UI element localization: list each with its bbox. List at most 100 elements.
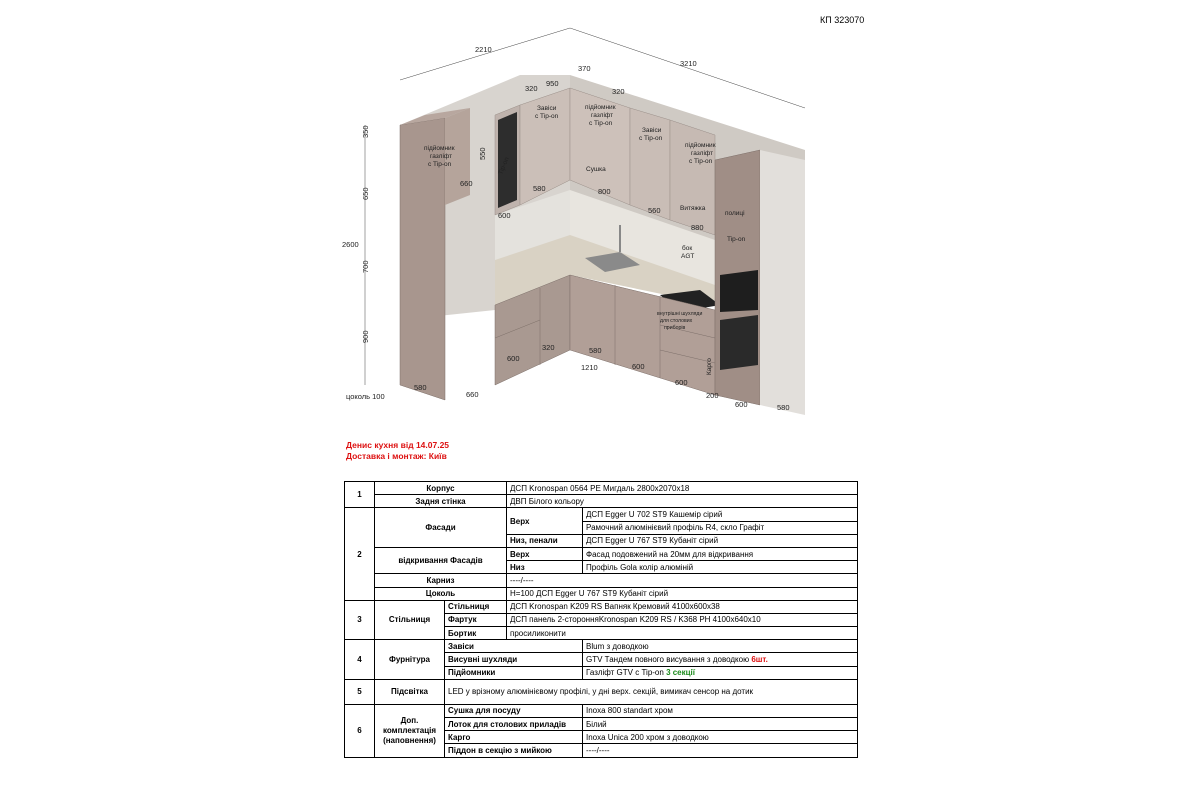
dim-700: 700	[361, 260, 370, 273]
value-cell: Рамочний алюмінієвий профіль R4, скло Гр…	[581, 520, 859, 535]
table-row: Задня стінка ДВП Білого кольору	[345, 494, 859, 509]
dim-600b: 600	[507, 354, 520, 363]
upper-cabinet-hinge	[629, 107, 671, 221]
value-cell: Inoxa Unica 200 хром з доводкою	[581, 730, 859, 745]
left-lift-cabinet	[445, 108, 470, 205]
order-info: Денис кухня від 14.07.25 Доставка і монт…	[346, 440, 449, 462]
table-row: Підйомники Газліфт GTV с Tip-on 3 секції	[345, 665, 859, 680]
value-cell: Білий	[581, 716, 859, 732]
dim-580d: 580	[414, 383, 427, 392]
order-title: Денис кухня від 14.07.25	[346, 440, 450, 450]
hood-label: Витяжка	[680, 205, 706, 212]
row-number: 3	[344, 599, 375, 641]
value-cell: ДСП Egger U 767 ST9 Кубаніт сірий	[581, 533, 859, 548]
category-cell: Корпус	[374, 480, 507, 496]
dim-580b: 580	[589, 346, 602, 355]
dim-200: 200	[706, 391, 719, 400]
row-number: 4	[344, 639, 375, 680]
delivery-info: Доставка і монтаж: Київ	[346, 451, 447, 461]
side-agt-label: бок AGT	[681, 244, 694, 260]
left-tall-panel	[399, 117, 446, 401]
subcategory-cell: Підйомники	[444, 665, 583, 680]
dim-600d: 600	[675, 378, 688, 387]
subcategory-cell: Завіси	[444, 639, 583, 654]
category-cell: Стільниця	[374, 599, 445, 641]
cargo-label: Карго	[706, 358, 713, 375]
category-cell: Фурнітура	[374, 639, 445, 680]
table-row: 2 Фасади Верх ДСП Egger U 702 ST9 Кашемі…	[344, 507, 859, 601]
subcategory-cell: Висувні шухляди	[444, 652, 583, 667]
table-row: відкривання Фасадів Верх Фасад подовжени…	[345, 546, 859, 575]
dim-350: 350	[361, 125, 370, 138]
value-cell: ДВП Білого кольору	[505, 494, 859, 509]
value-cell: ----/----	[581, 743, 859, 758]
microwave	[720, 270, 758, 312]
subcategory-cell: Сушка для посуду	[444, 703, 583, 719]
right-side-panel	[760, 150, 805, 415]
dim-320c: 320	[542, 343, 555, 352]
category-cell: Задня стінка	[374, 494, 507, 509]
dim-900: 900	[361, 330, 370, 343]
row-number: 5	[344, 678, 375, 705]
table-row: Піддон в секцію з мийкою ----/----	[345, 743, 859, 758]
table-row: 3 Стільниця Стільниця ДСП Kronospan K209…	[344, 599, 859, 641]
table-row: 6 Доп. комплектація (наповнення) Сушка д…	[344, 703, 859, 758]
dim-plinth: цоколь 100	[346, 392, 385, 401]
value-cell: Профіль Gola колір алюміній	[581, 560, 859, 575]
dim-3210: 3210	[680, 59, 697, 68]
value-cell: просиликонити	[505, 626, 859, 641]
shelves-label: полиці	[725, 209, 745, 217]
left-tall-top	[400, 108, 470, 125]
drawer-count: 6шт.	[751, 655, 768, 665]
dim-950: 950	[546, 79, 559, 88]
hinge-label-left: Завіси с Tip-on	[535, 104, 559, 120]
dim-800: 800	[598, 187, 611, 196]
lift-sections: 3 секції	[666, 668, 696, 678]
dim-660b: 660	[466, 390, 479, 399]
sink	[585, 252, 640, 272]
row-number: 2	[344, 507, 375, 601]
category-cell: Доп. комплектація (наповнення)	[374, 703, 445, 758]
document-id: КП 323070	[820, 15, 865, 25]
category-cell: Підсвітка	[374, 678, 445, 705]
dim-600e: 600	[735, 400, 748, 409]
value-cell: ДСП Egger U 702 ST9 Кашемір сірий	[581, 507, 859, 522]
upper-cabinet-hood	[669, 119, 716, 236]
value-cell: Blum з доводкою	[581, 639, 859, 654]
tipon-label-column: Tip-on	[727, 236, 746, 243]
value-cell: ДСП Kronospan K209 RS Вапняк Кремовий 41…	[505, 599, 859, 614]
category-cell: Цоколь	[374, 586, 507, 601]
dim-2210: 2210	[475, 45, 492, 54]
value-cell: LED у врізному алюмінієвому профілі, у д…	[443, 678, 859, 705]
dim-600a: 600	[498, 211, 511, 220]
hinge-label-right: Завіси с Tip-on	[639, 126, 663, 142]
table-row: 5 Підсвітка LED у врізному алюмінієвому …	[344, 678, 859, 705]
dim-580a: 580	[533, 184, 546, 193]
value-cell: Фасад подовжений на 20мм для відкривання	[581, 546, 859, 562]
category-cell: Карниз	[374, 573, 507, 588]
category-cell: Фасади	[374, 507, 507, 548]
row-number: 1	[344, 480, 375, 509]
value-cell: ----/----	[505, 573, 859, 588]
specification-table: 1 Корпус ДСП Kronospan 0564 PE Мигдаль 2…	[344, 480, 859, 758]
lift-label-right: підйомник газліфт с Tip-on	[685, 141, 717, 165]
row-number: 6	[344, 703, 375, 758]
cutlery-drawers-label: внутрішні шухляди для столових приборів	[657, 311, 704, 331]
table-row: 4 Фурнітура Завіси Blum з доводкою	[344, 639, 859, 680]
table-row: Цоколь H=100 ДСП Egger U 767 ST9 Кубаніт…	[345, 586, 859, 601]
dim-880: 880	[691, 223, 704, 232]
subcategory-cell: Піддон в секцію з мийкою	[444, 743, 583, 758]
glass-door	[498, 112, 517, 208]
lift-label-left: підйомник газліфт с Tip-on	[424, 144, 456, 168]
value-cell: GTV Тандем повного висування з доводкою …	[581, 652, 859, 667]
lift-label-middle: підйомник газліфт с Tip-on	[585, 103, 617, 127]
subcategory-cell: Бортик	[444, 626, 507, 641]
value-cell: Inoxa 800 standart хром	[581, 703, 859, 719]
subcategory-cell: Верх	[506, 546, 583, 562]
dim-1210: 1210	[581, 363, 598, 372]
table-row: 1 Корпус ДСП Kronospan 0564 PE Мигдаль 2…	[344, 480, 859, 509]
table-row: Карниз ----/----	[345, 573, 859, 588]
dim-650: 650	[361, 187, 370, 200]
oven	[720, 315, 758, 370]
value-cell: Газліфт GTV с Tip-on 3 секції	[581, 665, 859, 680]
